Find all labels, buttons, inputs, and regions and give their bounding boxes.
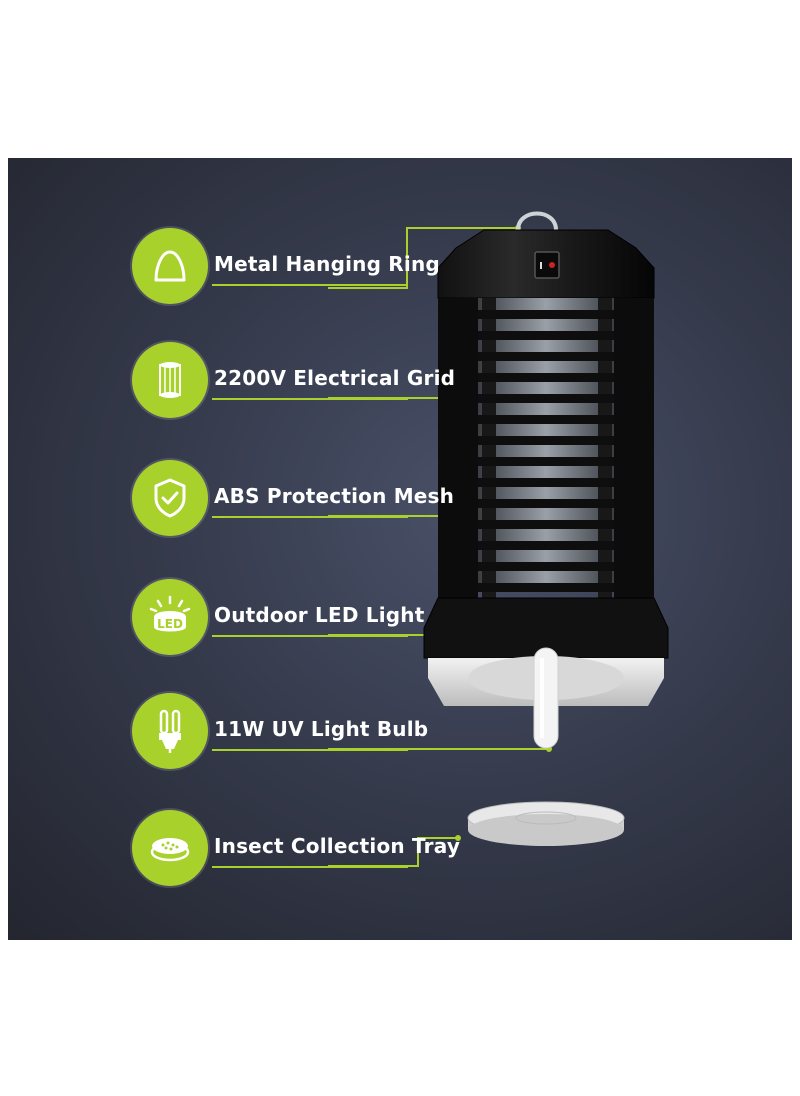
feature-label: Insect Collection Tray	[214, 834, 461, 858]
feature-label: 2200V Electrical Grid	[214, 366, 456, 390]
label-underline	[212, 284, 408, 286]
feature-protection-mesh: ABS Protection Mesh	[132, 460, 552, 536]
led-light-icon: LED	[132, 579, 208, 655]
bell-ring-icon	[132, 228, 208, 304]
feature-electrical-grid: 2200V Electrical Grid	[132, 342, 552, 418]
feature-label: 11W UV Light Bulb	[214, 717, 429, 741]
bug-zapper-illustration	[423, 211, 669, 846]
label-underline	[212, 749, 408, 751]
label-underline	[212, 866, 408, 868]
led-icon-text: LED	[157, 617, 183, 631]
mesh-bar	[478, 478, 614, 487]
mesh-bar	[478, 310, 614, 319]
feature-label: Outdoor LED Light	[214, 603, 425, 627]
feature-hanging-ring: Metal Hanging Ring	[132, 228, 552, 304]
feature-label: ABS Protection Mesh	[214, 484, 455, 508]
leader-line-ring	[328, 227, 518, 289]
label-underline	[212, 516, 408, 518]
mesh-bar	[478, 562, 614, 571]
uv-bulb-icon	[132, 693, 208, 769]
mesh-bar	[478, 436, 614, 445]
mesh-bar	[478, 373, 614, 382]
feature-collection-tray: Insect Collection Tray	[132, 810, 552, 886]
mesh-bar	[478, 394, 614, 403]
mesh-bar	[478, 415, 614, 424]
mesh-bar	[478, 520, 614, 529]
mesh-bar	[478, 541, 614, 550]
tray-icon	[132, 810, 208, 886]
feature-uv-bulb: 11W UV Light Bulb	[132, 693, 552, 769]
label-underline	[212, 398, 408, 400]
hanging-ring	[516, 211, 558, 231]
product-feature-panel: Metal Hanging Ring 2200V Electrical Grid…	[8, 158, 792, 940]
protection-mesh	[478, 310, 614, 592]
power-switch	[534, 251, 560, 279]
mesh-bar	[478, 583, 614, 592]
bottom-base	[423, 597, 669, 659]
feature-label: Metal Hanging Ring	[214, 252, 440, 276]
mesh-bar	[478, 331, 614, 340]
shield-check-icon	[132, 460, 208, 536]
label-underline	[212, 635, 408, 637]
grid-cylinder-icon	[132, 342, 208, 418]
mesh-bar	[478, 352, 614, 361]
collection-tray	[467, 801, 625, 846]
mesh-bar	[478, 499, 614, 508]
feature-led-light: LED Outdoor LED Light	[132, 579, 552, 655]
mesh-bar	[478, 457, 614, 466]
